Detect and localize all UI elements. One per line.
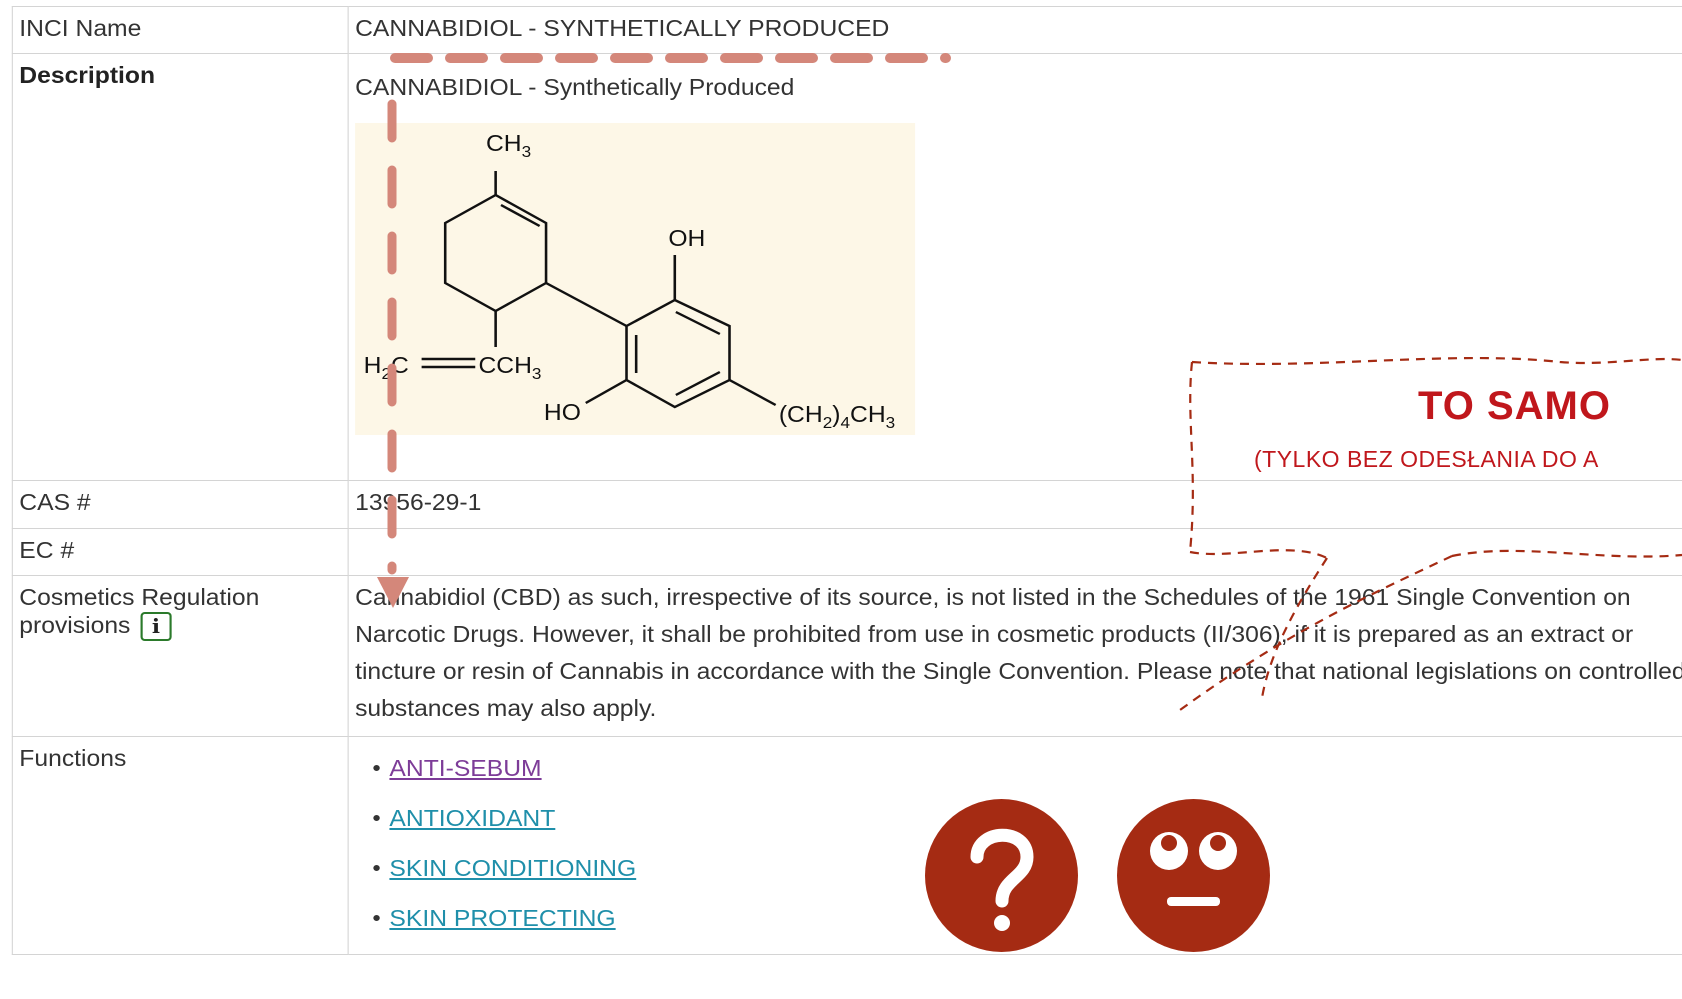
list-item: SKIN PROTECTING (373, 894, 1682, 944)
cas-label: CAS # (11, 480, 349, 529)
function-link-skin-conditioning[interactable]: SKIN CONDITIONING (389, 855, 637, 881)
substance-details-table: INCI Name CANNABIDIOL - SYNTHETICALLY PR… (11, 6, 1682, 955)
list-item: ANTI-SEBUM (373, 744, 1682, 794)
alkyl-chain-label: (CH2)4CH3 (779, 402, 895, 432)
ec-label: EC # (11, 528, 349, 576)
cch3-label: CCH3 (478, 353, 541, 383)
inci-name-label: INCI Name (11, 6, 349, 54)
list-item: SKIN CONDITIONING (373, 844, 1682, 894)
functions-label: Functions (11, 736, 349, 955)
ho-label: HO (544, 400, 581, 426)
description-label: Description (11, 53, 349, 481)
regulation-label-line2: provisions (19, 612, 131, 638)
table-row: EC # (11, 528, 1682, 576)
table-row: Description CANNABIDIOL - Synthetically … (11, 53, 1682, 481)
chemical-structure-image: CH3 OH H2C CCH3 HO (CH2)4CH3 (355, 123, 916, 435)
regulation-cell: Cannabidiol (CBD) as such, irrespective … (347, 575, 1682, 737)
regulation-label: Cosmetics Regulation provisions i (11, 575, 349, 737)
table-row: Cosmetics Regulation provisions i Cannab… (11, 575, 1682, 737)
info-icon[interactable]: i (140, 612, 172, 642)
cas-value: 13956-29-1 (347, 480, 1682, 529)
function-link-anti-sebum[interactable]: ANTI-SEBUM (389, 755, 542, 781)
oh-label: OH (668, 226, 705, 252)
functions-list: ANTI-SEBUM ANTIOXIDANT SKIN CONDITIONING… (355, 744, 1682, 944)
description-value: CANNABIDIOL - Synthetically Produced (355, 74, 795, 100)
table-row: Functions ANTI-SEBUM ANTIOXIDANT SKIN CO… (11, 736, 1682, 955)
function-link-skin-protecting[interactable]: SKIN PROTECTING (389, 905, 616, 931)
function-link-antioxidant[interactable]: ANTIOXIDANT (389, 805, 556, 831)
h2c-label: H2C (364, 353, 409, 383)
ch3-label: CH3 (486, 131, 531, 161)
ec-value (347, 528, 1682, 576)
list-item: ANTIOXIDANT (373, 794, 1682, 844)
table-row: INCI Name CANNABIDIOL - SYNTHETICALLY PR… (11, 6, 1682, 54)
functions-cell: ANTI-SEBUM ANTIOXIDANT SKIN CONDITIONING… (347, 736, 1682, 955)
description-cell: CANNABIDIOL - Synthetically Produced (347, 53, 1682, 481)
regulation-label-line1: Cosmetics Regulation (19, 584, 260, 610)
inci-name-value: CANNABIDIOL - SYNTHETICALLY PRODUCED (347, 6, 1682, 54)
regulation-value: Cannabidiol (CBD) as such, irrespective … (355, 584, 1682, 721)
table-row: CAS # 13956-29-1 (11, 480, 1682, 529)
